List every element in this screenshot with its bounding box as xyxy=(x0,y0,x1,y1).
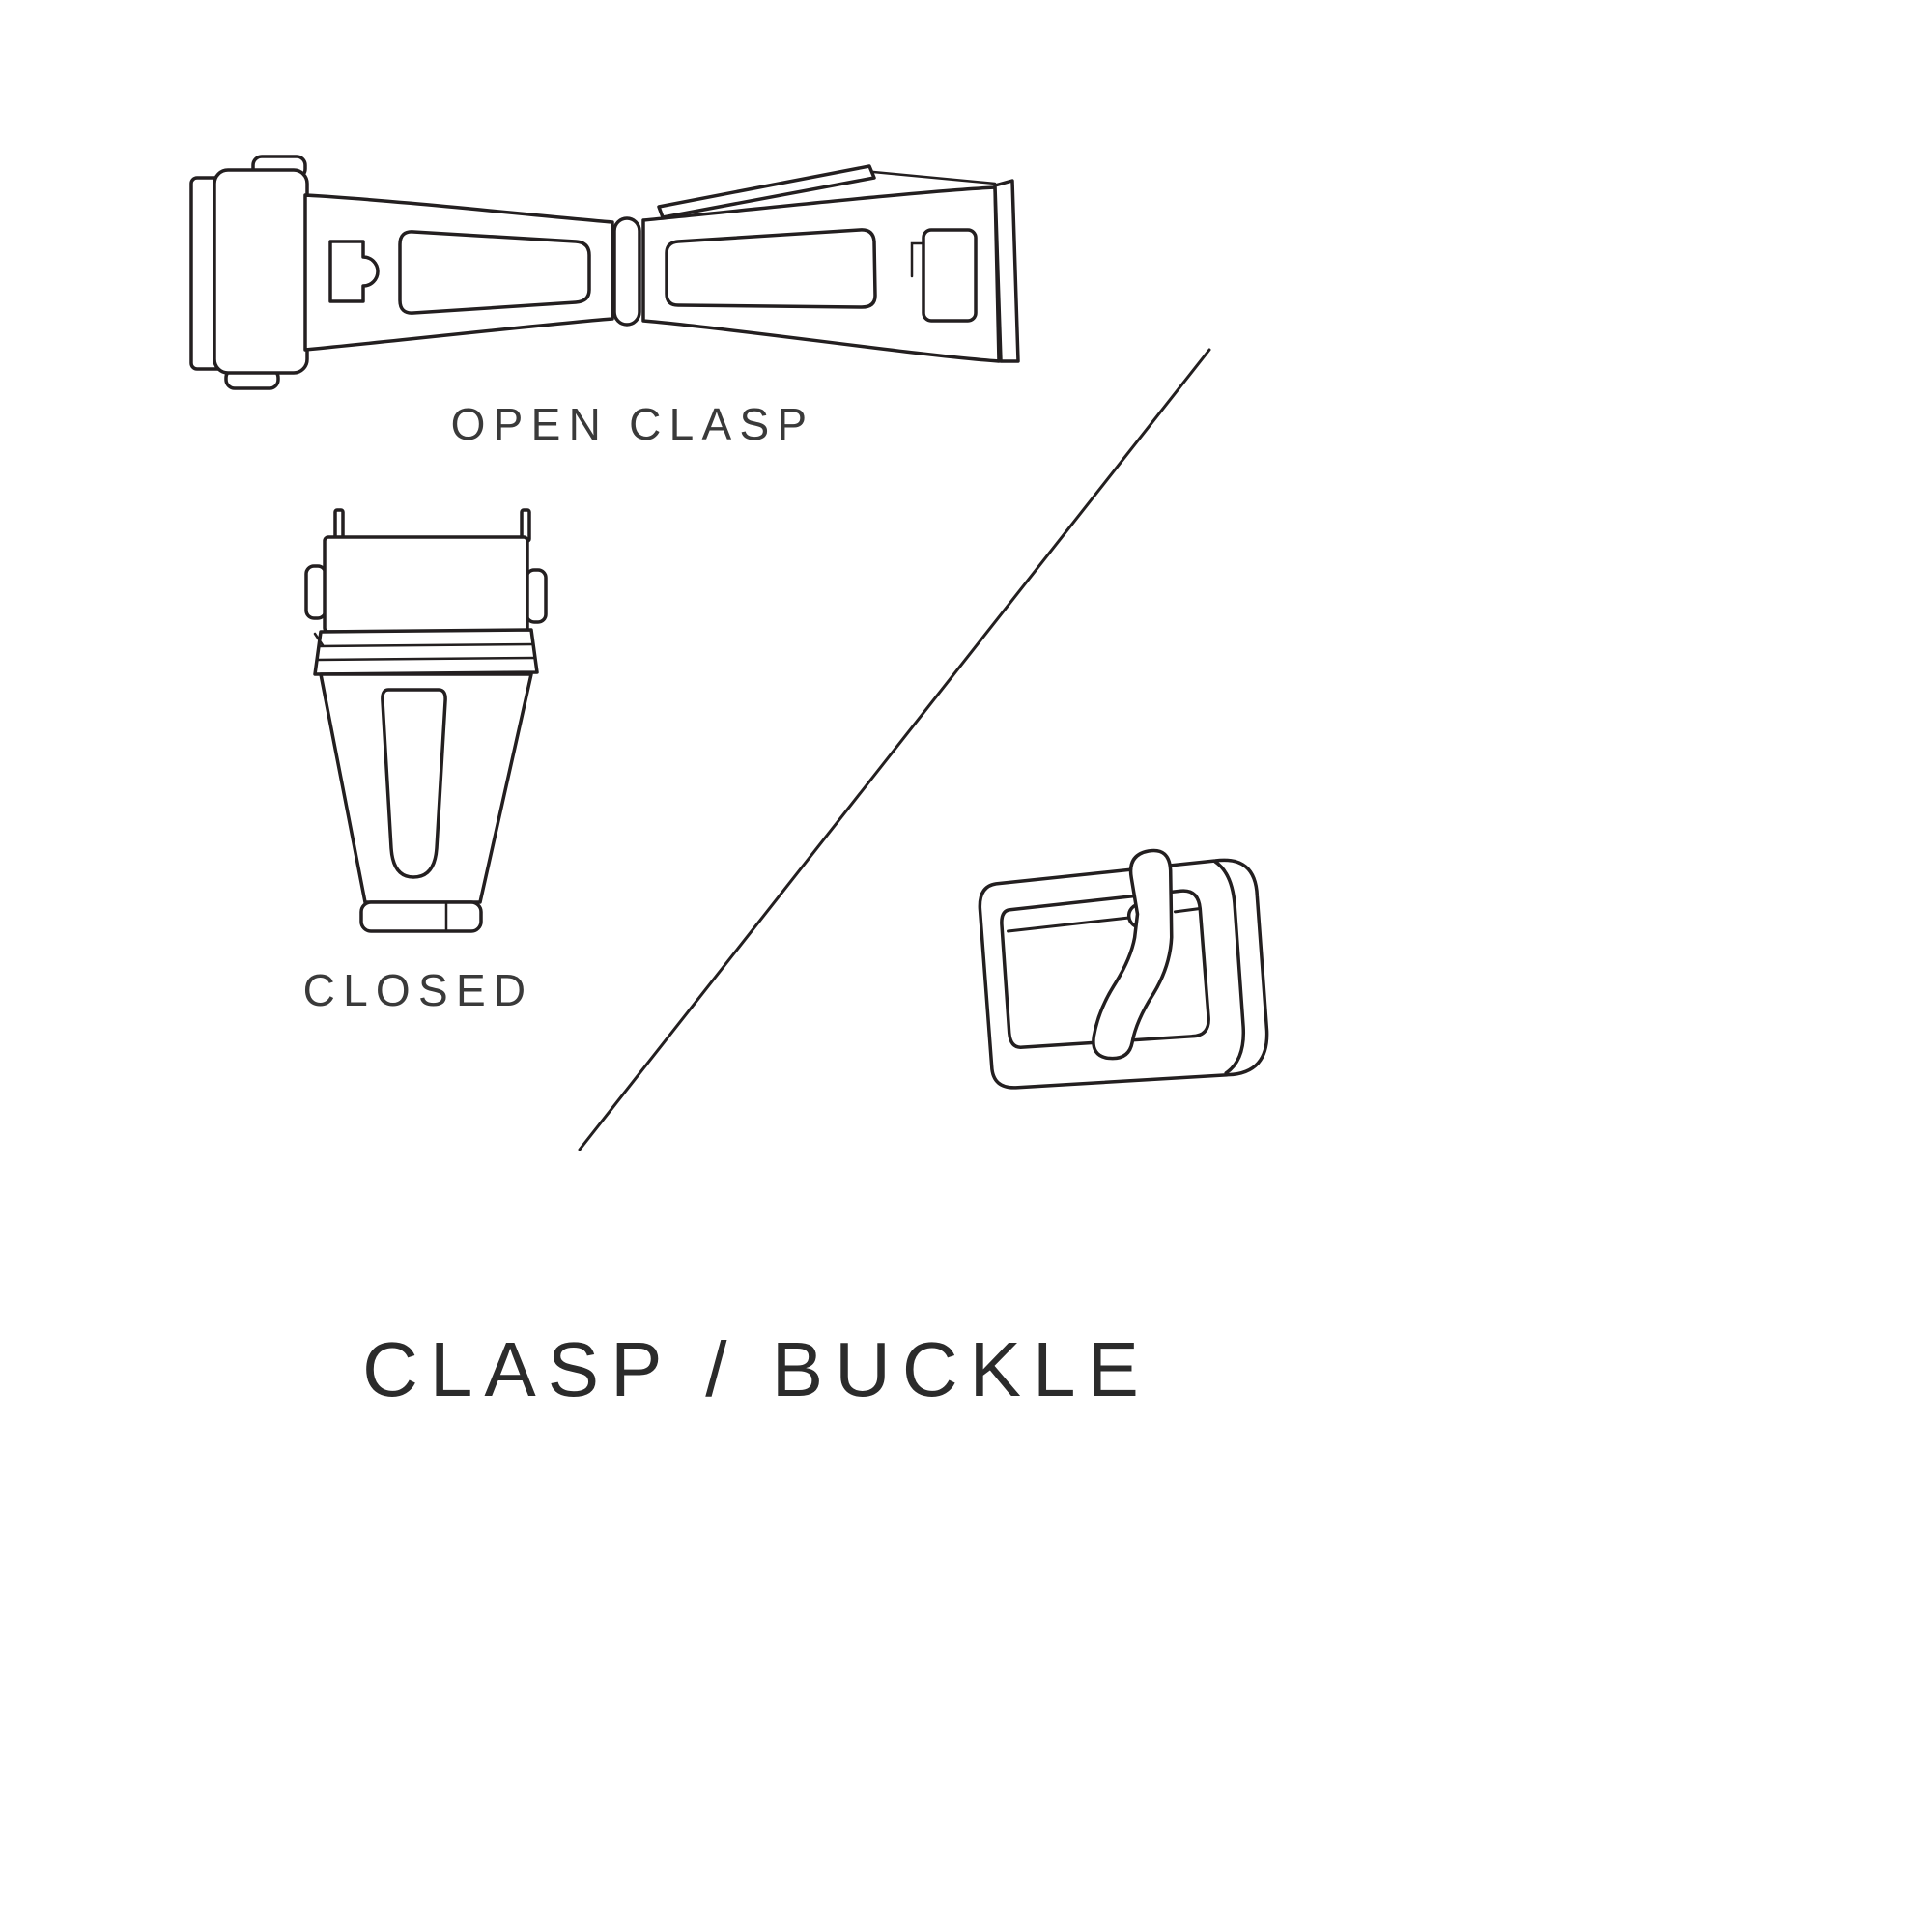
closed-clasp-label: CLOSED xyxy=(302,965,534,1015)
diagonal-divider-line xyxy=(578,348,1211,1151)
closed-clasp-illustration xyxy=(304,508,548,933)
page-title: CLASP / BUCKLE xyxy=(362,1326,1151,1412)
buckle-illustration xyxy=(978,848,1269,1090)
open-clasp-label: OPEN CLASP xyxy=(450,399,815,449)
open-clasp-illustration xyxy=(189,155,1020,390)
